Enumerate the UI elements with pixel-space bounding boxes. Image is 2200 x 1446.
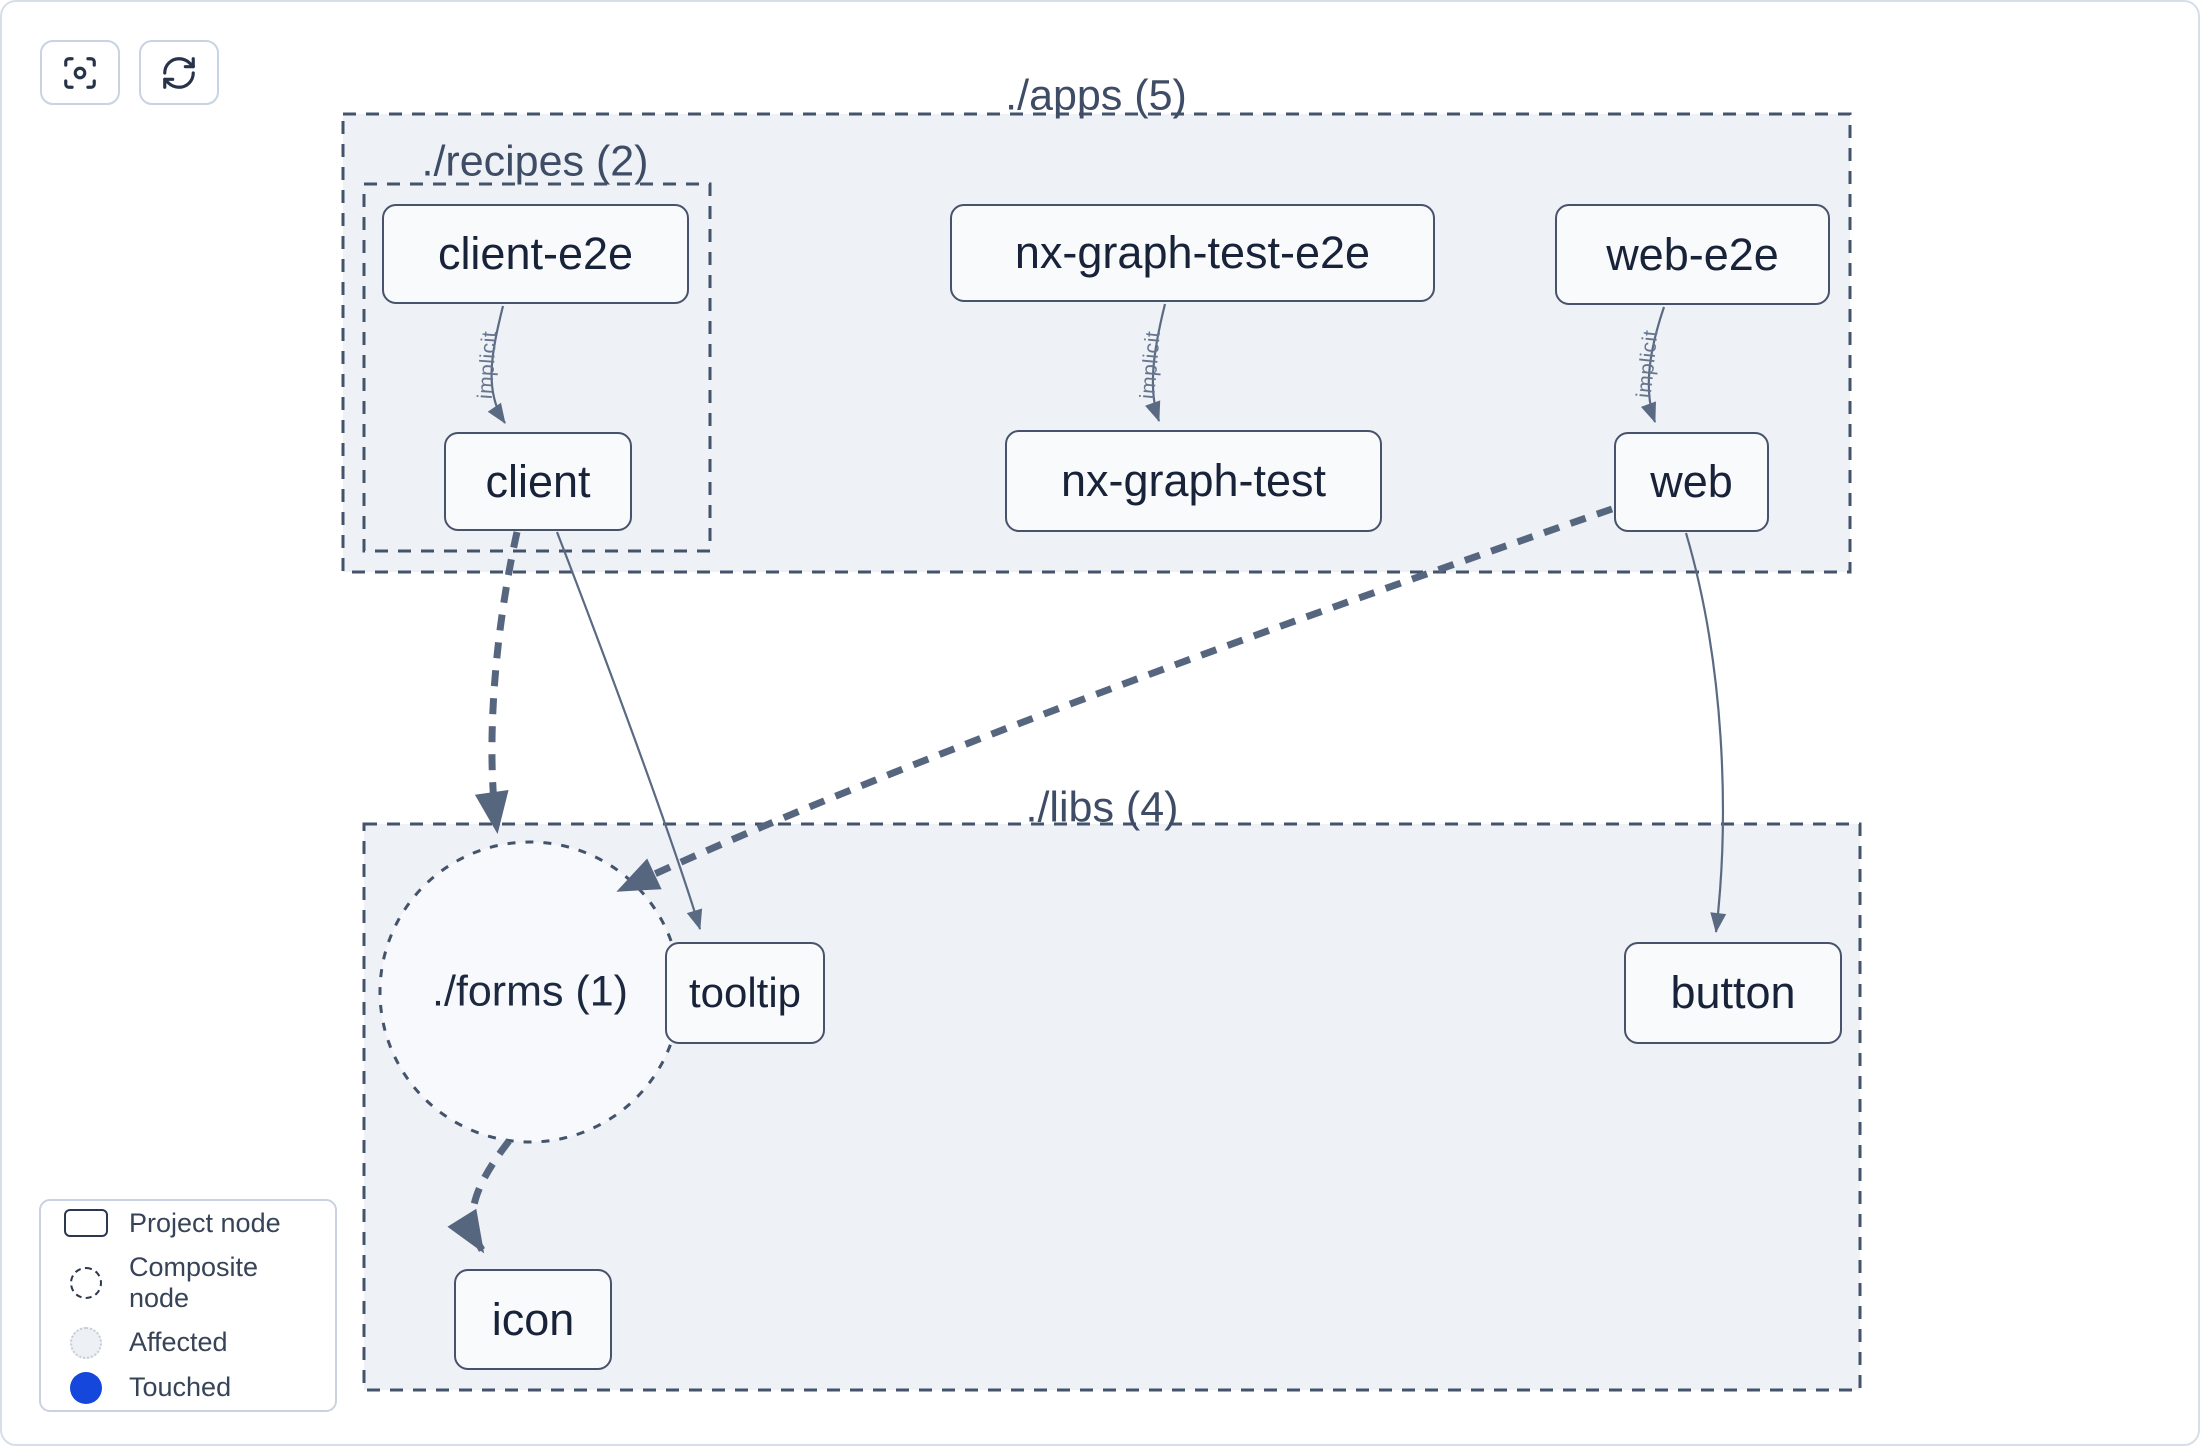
edge-nx-graph-test-e2e-to-nx-graph-test[interactable] [1145, 303, 1167, 422]
touched-swatch [61, 1371, 111, 1404]
edge-web-e2e-to-web[interactable] [1640, 306, 1666, 423]
legend-row-project-node: Project node [61, 1208, 315, 1239]
focus-icon [64, 56, 96, 89]
legend-label: Composite node [129, 1251, 259, 1313]
legend-row-touched: Touched [61, 1371, 315, 1404]
legend-row-affected: Affected [61, 1326, 315, 1359]
focus-button[interactable] [40, 40, 120, 105]
project-node-icon[interactable]: icon [454, 1269, 612, 1370]
edge-label-implicit-client: implicit [473, 330, 502, 400]
legend-label: Touched [129, 1372, 232, 1402]
edge-forms-to-icon[interactable] [447, 1138, 512, 1254]
refresh-icon [163, 56, 195, 89]
edge-client-to-forms[interactable] [474, 531, 521, 834]
project-node-client[interactable]: client [444, 432, 632, 531]
project-node-client-e2e[interactable]: client-e2e [382, 204, 689, 304]
affected-swatch [61, 1326, 111, 1359]
composite-node-swatch [61, 1266, 111, 1299]
edge-client-e2e-to-client[interactable] [487, 305, 506, 424]
edge-web-to-button[interactable] [1684, 532, 1727, 933]
project-node-swatch [61, 1209, 111, 1237]
project-node-nx-graph-test[interactable]: nx-graph-test [1005, 430, 1382, 532]
refresh-button[interactable] [139, 40, 219, 105]
legend: Project node Composite node Affected Tou… [39, 1199, 337, 1412]
group-recipes[interactable] [362, 182, 712, 553]
edge-client-to-tooltip[interactable] [555, 531, 703, 930]
project-node-button[interactable]: button [1624, 942, 1842, 1044]
project-node-tooltip[interactable]: tooltip [665, 942, 825, 1044]
project-node-web-e2e[interactable]: web-e2e [1555, 204, 1830, 305]
project-node-web[interactable]: web [1614, 432, 1769, 532]
legend-label: Project node [129, 1207, 281, 1238]
edge-web-to-forms[interactable] [616, 505, 1614, 894]
legend-row-composite-node: Composite node [61, 1252, 315, 1314]
group-label-apps: ./apps (5) [1005, 71, 1187, 120]
project-node-nx-graph-test-e2e[interactable]: nx-graph-test-e2e [950, 204, 1435, 302]
legend-label: Affected [129, 1327, 228, 1357]
composite-node-forms-label: ./forms (1) [432, 967, 628, 1016]
group-label-recipes: ./recipes (2) [421, 137, 649, 186]
group-label-libs: ./libs (4) [1025, 783, 1179, 832]
